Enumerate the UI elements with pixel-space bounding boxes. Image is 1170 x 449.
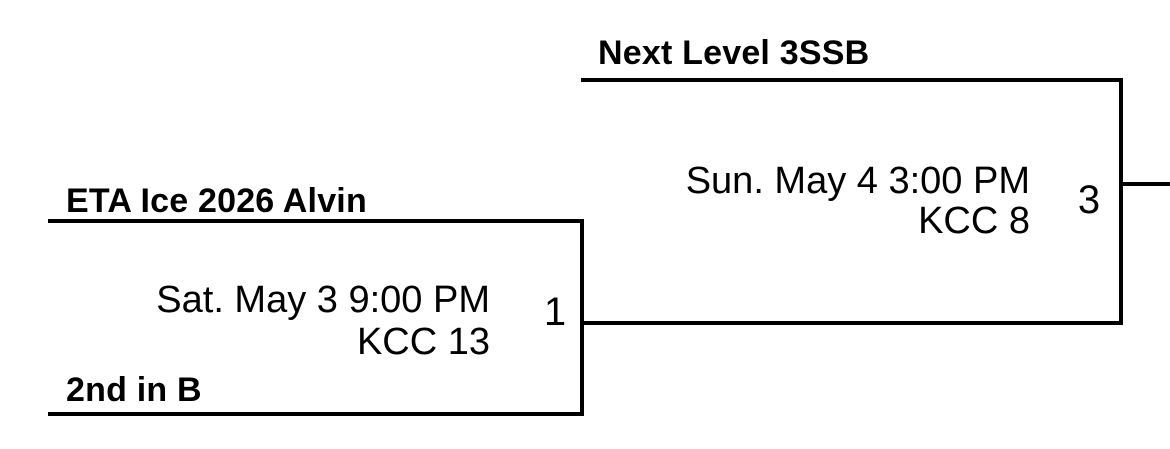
match-1-winner-line (580, 321, 1123, 325)
match-1-top-team-line (48, 219, 584, 223)
match-2-connector-line (1119, 78, 1123, 325)
match-2-datetime: Sun. May 4 3:00 PM (685, 160, 1030, 202)
match-1-venue: KCC 13 (356, 321, 490, 363)
match-1-connector-line (580, 219, 584, 416)
match-1-score: 1 (543, 290, 567, 334)
match-1-bottom-team-line (48, 412, 584, 416)
match-1-details: Sat. May 3 9:00 PM KCC 13 (156, 279, 490, 363)
match-2-top-team-label: Next Level 3SSB (598, 34, 870, 72)
match-2-details: Sun. May 4 3:00 PM KCC 8 (686, 161, 1030, 241)
match-1-bottom-team-label: 2nd in B (66, 371, 202, 409)
match-1-top-team-label: ETA Ice 2026 Alvin (66, 182, 367, 220)
match-2-top-team-line (581, 78, 1123, 82)
match-2-score: 3 (1077, 178, 1101, 222)
match-2-winner-line (1119, 182, 1170, 186)
match-2-venue: KCC 8 (918, 200, 1030, 242)
match-1-datetime: Sat. May 3 9:00 PM (156, 279, 490, 321)
